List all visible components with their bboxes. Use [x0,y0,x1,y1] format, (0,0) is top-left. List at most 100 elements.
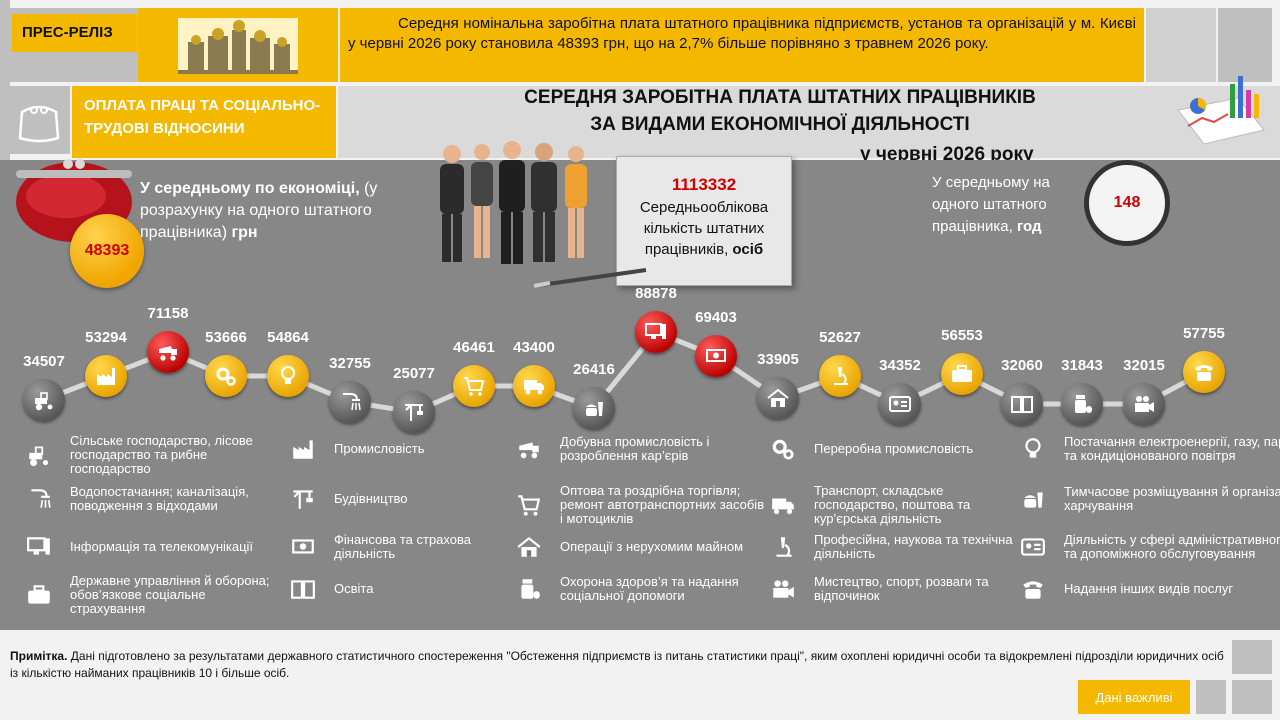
charts-illustration-icon [1168,70,1272,161]
briefcase-icon [28,585,50,604]
legend-label: Операції з нерухомим майном [560,539,744,554]
legend-item: Освіта [286,574,494,604]
book-icon [1011,396,1033,413]
mining-truck-icon [159,346,177,361]
microscope-icon [834,367,848,385]
avg-caption-bold: У середньому по економіці, [140,180,360,197]
timeline-value: 69403 [695,309,737,326]
phone-icon [1023,581,1043,599]
clock-icon: 148 [1084,160,1170,246]
legend-item: Фінансова та страхова діяльність [286,532,494,562]
id-card-icon [1021,538,1045,556]
microscope-icon [776,537,792,557]
id-card-icon [889,396,911,412]
legend-item: Промисловість [286,434,494,464]
timeline-value: 33905 [757,351,799,368]
factory-icon [97,368,115,385]
timeline-node [635,311,677,353]
hours-caption-unit: год [1016,218,1042,235]
header-grey-right [1146,8,1216,82]
legend-label: Надання інших видів послуг [1064,581,1234,596]
timeline-value: 34352 [879,357,921,374]
timeline-node [879,383,921,425]
timeline-node [453,365,495,407]
timeline-node [695,335,737,377]
timeline-node [757,377,799,419]
timeline-value: 32015 [1123,357,1165,374]
timeline-node [513,365,555,407]
legend-item: Транспорт, складське господарство, пошто… [766,484,1024,526]
red-purse-image [8,150,138,255]
money-icon [292,539,314,554]
footer-grey-block [1232,640,1272,674]
data-important-button[interactable]: Дані важливі [1078,680,1190,714]
footer-note: Примітка. Дані підготовлено за результат… [10,648,1225,682]
hours-caption-text: У середньому на одного штатного працівни… [932,174,1050,235]
avg-caption-unit: грн [231,224,258,241]
avg-salary-badge: 48393 [70,214,144,288]
employees-caption-unit: осіб [732,241,764,258]
legend-item: Переробна промисловість [766,434,1024,464]
employees-count: 1113332 [671,175,737,194]
header-grey-top-left [0,0,10,160]
book-icon [291,580,315,599]
legend-item: Сільське господарство, лісове господарст… [22,434,270,476]
timeline-node [573,387,615,429]
legend-item: Охорона здоров’я та надання соціальної д… [512,574,770,604]
footer [0,636,1280,720]
timeline-value: 56553 [941,327,983,344]
truck-icon [524,380,544,395]
legend-label: Тимчасове розміщування й організація хар… [1064,484,1280,513]
legend-item: Постачання електроенергії, газу, пари та… [1016,434,1280,464]
avg-salary-caption: У середньому по економіці, (у розрахунку… [140,178,380,244]
legend-item: Діяльність у сфері адміністративного та … [1016,532,1280,562]
timeline-value: 34507 [23,353,65,370]
timeline-value: 53666 [205,329,247,346]
shower-icon [31,489,51,508]
legend-item: Добувна промисловість і розроблення кар’… [512,434,770,464]
timeline-node [23,379,65,421]
timeline-node [1183,351,1225,393]
phone-icon [1195,365,1213,381]
legend-label: Будівництво [334,491,408,506]
legend-item: Інформація та телекомунікації [22,532,270,562]
food-icon [1024,492,1043,508]
gears-icon [216,367,236,386]
timeline-node [147,331,189,373]
timeline-node [1001,383,1043,425]
camera-icon [773,580,794,598]
footer-note-text: Дані підготовлено за результатами держав… [10,649,1224,680]
timeline-node [1061,383,1103,425]
hours-caption: У середньому на одного штатного працівни… [932,172,1082,238]
computer-icon [645,323,666,339]
legend-label: Сільське господарство, лісове господарст… [70,433,253,476]
employees-caption-text: Середньооблікова кількість штатних праці… [639,199,769,258]
computer-icon [27,537,50,555]
cart-icon [518,495,541,516]
legend-item: Будівництво [286,484,494,514]
legend-item: Надання інших видів послуг [1016,574,1280,604]
timeline-node [85,355,127,397]
timeline-value: 32755 [329,355,371,372]
medicine-icon [1075,395,1092,413]
legend-label: Оптова та роздрібна торгівля; ремонт авт… [560,483,765,526]
timeline-node [205,355,247,397]
camera-icon [1135,396,1154,412]
legend-label: Охорона здоров’я та надання соціальної д… [560,574,739,603]
timeline-value: 26416 [573,361,615,378]
house-icon [767,388,789,407]
legend-label: Освіта [334,581,374,596]
legend-item: Водопостачання; каналізація, поводження … [22,484,270,514]
timeline-value: 32060 [1001,357,1043,374]
avg-caption-rest: (у розрахунку на одного штатного працівн… [140,180,378,241]
tractor-icon [29,446,49,467]
pen-icon [530,266,650,295]
legend-label: Транспорт, складське господарство, пошто… [814,483,971,526]
title-line-2: ЗА ВИДАМИ ЕКОНОМІЧНОЇ ДІЯЛЬНОСТІ [590,114,970,135]
crane-icon [405,404,423,421]
timeline-value: 46461 [453,339,495,356]
lightbulb-icon [281,366,295,384]
legend-item: Операції з нерухомим майном [512,532,770,562]
legend-label: Діяльність у сфері адміністративного та … [1064,532,1280,561]
footer-note-label: Примітка. [10,649,68,663]
